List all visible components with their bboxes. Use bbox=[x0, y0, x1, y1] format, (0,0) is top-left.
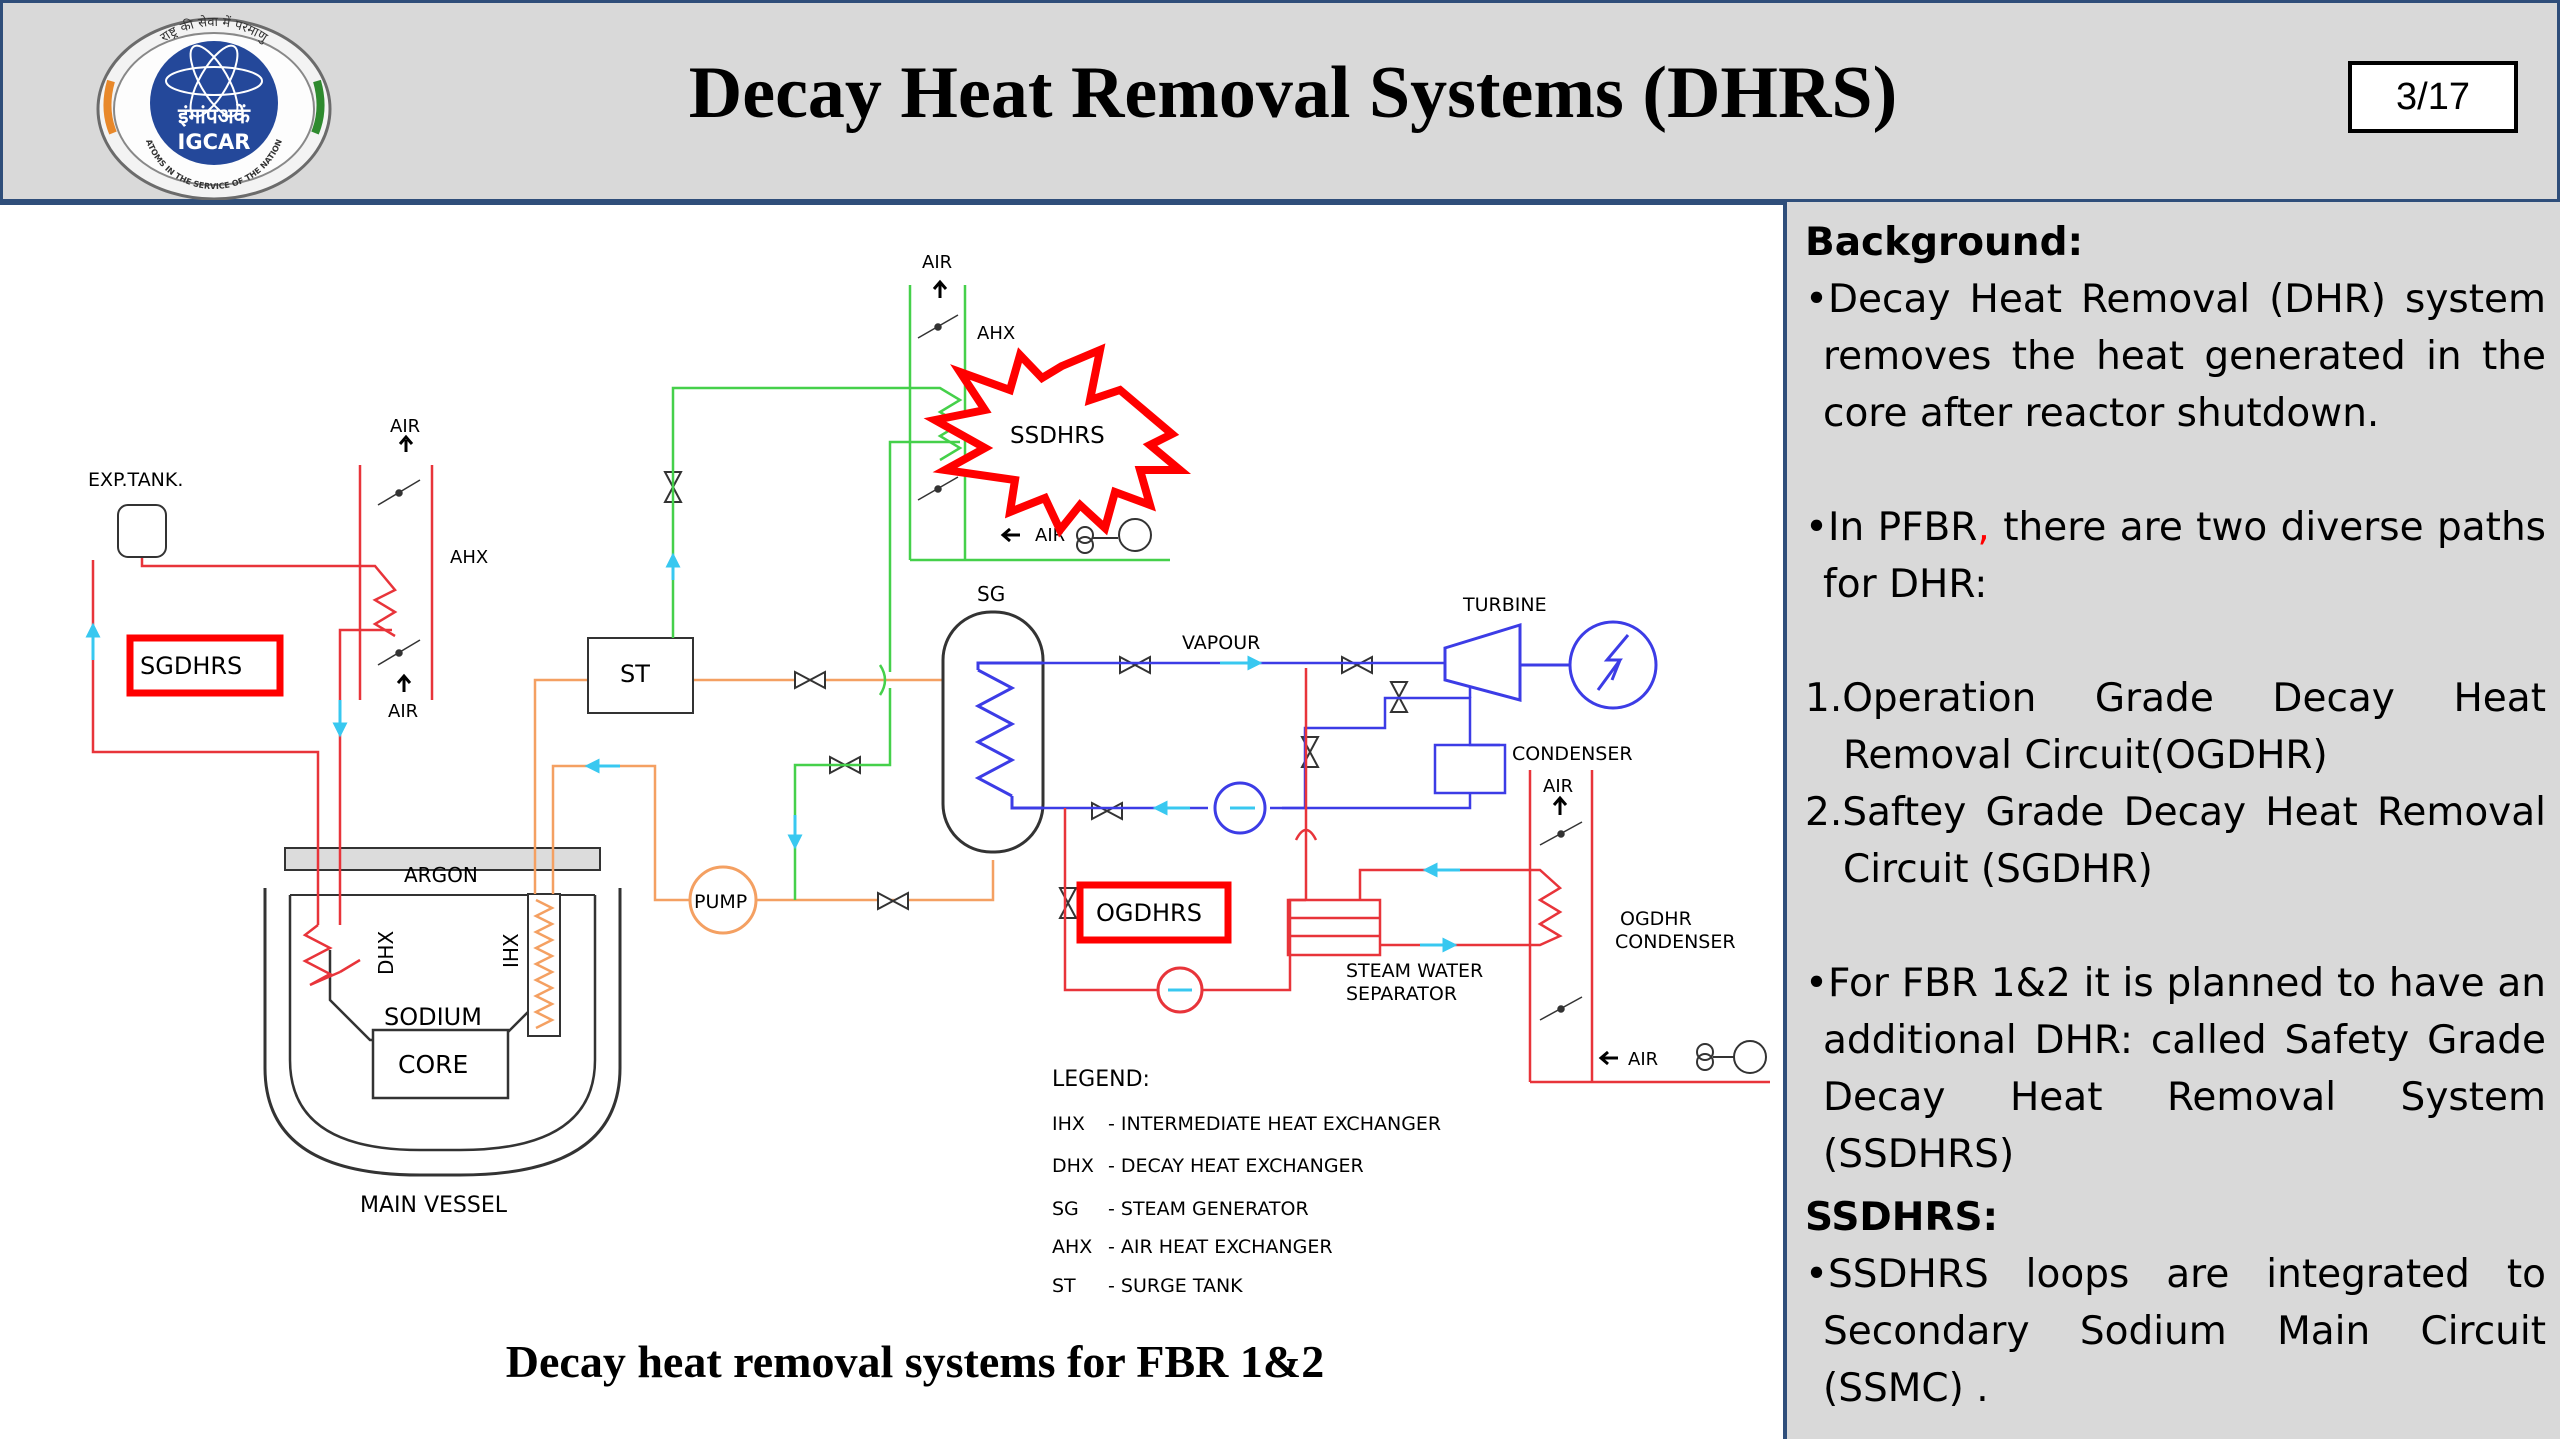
steam-generator bbox=[941, 610, 1045, 854]
list-item-ogdhr: 1.Operation Grade Decay Heat Removal Cir… bbox=[1805, 676, 2546, 778]
ahx-sgdhr bbox=[377, 479, 421, 666]
pfbr-comma: , bbox=[1977, 505, 1990, 550]
legend-abbr-ihx: IHX bbox=[1052, 1113, 1085, 1135]
label-argon: ARGON bbox=[404, 863, 478, 887]
label-steam-water-2: SEPARATOR bbox=[1346, 983, 1457, 1005]
background-heading: Background: bbox=[1805, 220, 2084, 265]
ssdhrs-burst bbox=[923, 343, 1192, 538]
paragraph-pfbr-paths: •In PFBR, there are two diverse paths fo… bbox=[1805, 499, 2546, 613]
ogdhrs-loop bbox=[1063, 668, 1770, 1084]
generator bbox=[1568, 620, 1658, 710]
legend-desc-sg: - STEAM GENERATOR bbox=[1108, 1198, 1309, 1220]
diagram-caption: Decay heat removal systems for FBR 1&2 bbox=[505, 1336, 1325, 1387]
label-condenser: CONDENSER bbox=[1512, 743, 1633, 765]
core-box bbox=[371, 1028, 510, 1100]
label-air-ogdhr-bottom: AIR bbox=[1628, 1049, 1658, 1070]
label-main-vessel: MAIN VESSEL bbox=[360, 1193, 508, 1218]
label-vapour: VAPOUR bbox=[1182, 632, 1260, 654]
label-pump: PUMP bbox=[694, 891, 747, 913]
label-sg: SG bbox=[977, 582, 1005, 606]
background-panel: Background: •Decay Heat Removal (DHR) sy… bbox=[1783, 202, 2560, 1439]
label-air-ssdhr-top: AIR bbox=[922, 252, 952, 273]
sgdhrs-box bbox=[126, 634, 284, 697]
slide-title: Decay Heat Removal Systems (DHRS) bbox=[688, 52, 1898, 134]
label-air-sgdhr-top: AIR bbox=[390, 416, 420, 437]
steam-water-circuit bbox=[1043, 650, 1507, 810]
igcar-logo: इंगांपअकें IGCAR राष्ट्र की सेवा में परम… bbox=[96, 14, 332, 201]
main-vessel: ARGON SODIUM CORE MAIN VESSEL DHX IHX bbox=[263, 847, 622, 1218]
logo-name: IGCAR bbox=[178, 130, 251, 154]
page-indicator: 3/17 bbox=[2348, 61, 2518, 133]
paragraph-ssdhrs-loops: •SSDHRS loops are integrated to Secondar… bbox=[1805, 1252, 2546, 1411]
label-ogdhr-condenser-1: OGDHR bbox=[1620, 908, 1692, 930]
legend-abbr-st: ST bbox=[1052, 1275, 1076, 1297]
legend: LEGEND: IHX - INTERMEDIATE HEAT EXCHANGE… bbox=[1052, 1067, 1441, 1297]
paragraph-dhr-definition: •Decay Heat Removal (DHR) system removes… bbox=[1805, 277, 2546, 436]
legend-abbr-sg: SG bbox=[1052, 1198, 1079, 1220]
legend-abbr-dhx: DHX bbox=[1052, 1155, 1094, 1177]
slide-header: इंगांपअकें IGCAR राष्ट्र की सेवा में परम… bbox=[0, 0, 2560, 202]
label-steam-water-1: STEAM WATER bbox=[1346, 960, 1483, 982]
legend-desc-dhx: - DECAY HEAT EXCHANGER bbox=[1108, 1155, 1364, 1177]
pfbr-text-rest: there are two diverse paths for DHR: bbox=[1823, 505, 2546, 607]
dhrs-schematic: ARGON SODIUM CORE MAIN VESSEL DHX IHX bbox=[85, 252, 1770, 1297]
label-ogdhr-condenser-2: CONDENSER bbox=[1615, 931, 1736, 953]
ssdhrs-loop bbox=[671, 285, 1170, 900]
ihx bbox=[527, 893, 561, 1037]
legend-title: LEGEND: bbox=[1052, 1067, 1150, 1092]
label-ahx-ssdhr: AHX bbox=[977, 323, 1015, 344]
secondary-loop bbox=[533, 678, 995, 902]
label-turbine: TURBINE bbox=[1462, 594, 1547, 616]
paragraph-fbr-ssdhrs: •For FBR 1&2 it is planned to have an ad… bbox=[1805, 961, 2546, 1177]
label-ssdhrs: SSDHRS bbox=[1010, 423, 1105, 449]
label-ihx: IHX bbox=[499, 933, 523, 968]
expansion-tank bbox=[117, 504, 167, 558]
pump bbox=[688, 865, 758, 935]
turbine bbox=[1443, 622, 1522, 702]
label-ahx-sgdhr: AHX bbox=[450, 547, 488, 568]
logo-hindi-name: इंगांपअकें bbox=[177, 103, 251, 128]
label-exp-tank: EXP.TANK. bbox=[88, 469, 183, 491]
label-sgdhrs: SGDHRS bbox=[140, 652, 242, 680]
label-dhx: DHX bbox=[374, 931, 398, 975]
pfbr-text: •In PFBR bbox=[1805, 505, 1978, 550]
blower-ogdhr bbox=[1696, 1040, 1767, 1074]
label-core: CORE bbox=[398, 1050, 468, 1079]
legend-abbr-ahx: AHX bbox=[1052, 1236, 1092, 1258]
label-st: ST bbox=[620, 660, 650, 688]
ssdhrs-heading: SSDHRS: bbox=[1805, 1195, 1999, 1240]
header-divider bbox=[0, 200, 2560, 205]
label-air-sgdhr-bottom: AIR bbox=[388, 701, 418, 722]
legend-desc-st: - SURGE TANK bbox=[1108, 1275, 1243, 1297]
label-air-ogdhr-top: AIR bbox=[1543, 776, 1573, 797]
legend-desc-ahx: - AIR HEAT EXCHANGER bbox=[1108, 1236, 1333, 1258]
ahx-ssdhr bbox=[917, 314, 959, 501]
legend-desc-ihx: - INTERMEDIATE HEAT EXCHANGER bbox=[1108, 1113, 1441, 1135]
blower-ssdhr bbox=[1076, 518, 1152, 554]
label-ogdhrs: OGDHRS bbox=[1096, 899, 1202, 927]
label-sodium: SODIUM bbox=[384, 1003, 482, 1031]
list-item-sgdhr: 2.Saftey Grade Decay Heat Removal Circui… bbox=[1805, 790, 2546, 892]
ahx-ogdhr bbox=[1539, 821, 1583, 1021]
ogdhrs-box bbox=[1076, 881, 1232, 944]
surge-tank bbox=[587, 637, 694, 714]
